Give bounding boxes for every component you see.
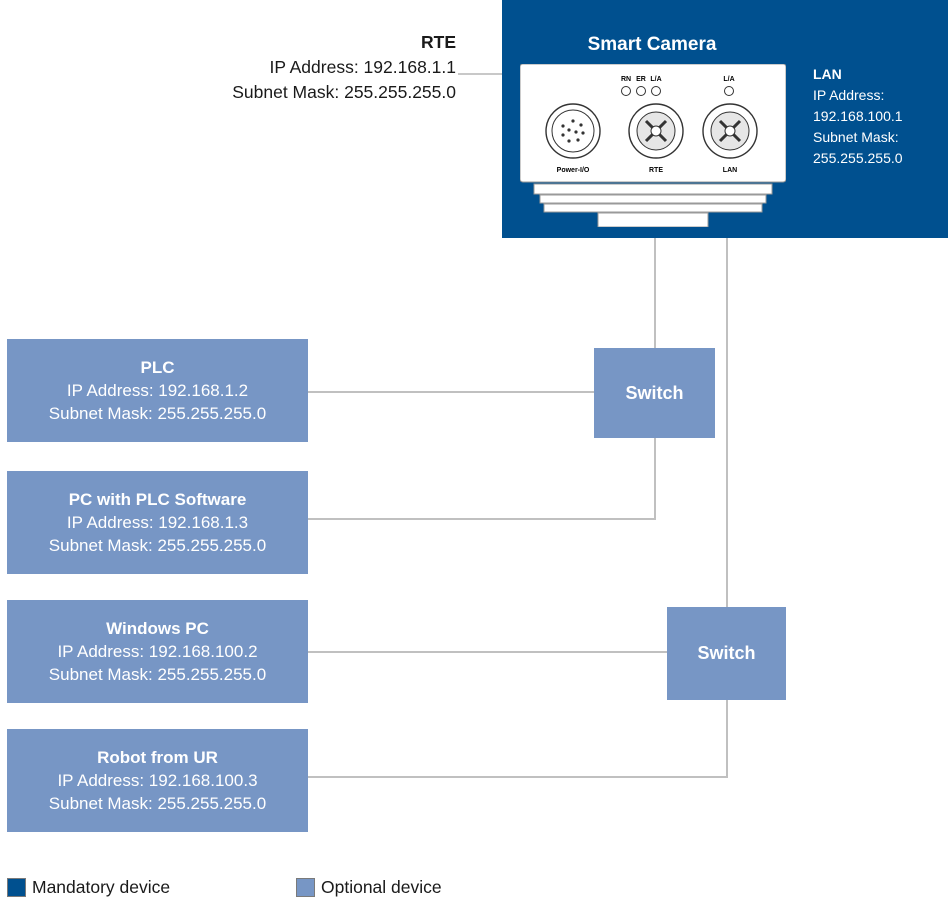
- device-plc: PLC IP Address: 192.168.1.2 Subnet Mask:…: [7, 339, 308, 442]
- smart-camera-illustration: RN ER L/A L/A Power-I/O: [520, 64, 786, 227]
- led-la-lan-icon: [724, 86, 734, 96]
- device-title: Robot from UR: [97, 748, 218, 767]
- device-mask: Subnet Mask: 255.255.255.0: [48, 665, 267, 684]
- lan-ip: 192.168.100.1: [813, 108, 903, 124]
- lan-connector-icon: [702, 103, 758, 159]
- smart-camera-panel: Smart Camera RN ER L/A L/A: [502, 0, 948, 238]
- device-windows-pc: Windows PC IP Address: 192.168.100.2 Sub…: [7, 600, 308, 703]
- legend-mandatory: Mandatory device: [7, 877, 170, 898]
- device-mask: Subnet Mask: 255.255.255.0: [48, 536, 267, 555]
- led-rn-icon: [621, 86, 631, 96]
- device-title: PLC: [140, 358, 175, 377]
- lan-mask-label: Subnet Mask:: [813, 129, 899, 145]
- device-mask: Subnet Mask: 255.255.255.0: [48, 404, 267, 423]
- device-ip: IP Address: 192.168.100.3: [57, 771, 258, 790]
- rte-mask: Subnet Mask: 255.255.255.0: [232, 82, 456, 102]
- led-label-la-lan: L/A: [723, 76, 734, 83]
- wire-robot-to-switch2: [308, 700, 728, 778]
- device-title: PC with PLC Software: [68, 490, 247, 509]
- led-label-rn: RN: [621, 76, 631, 83]
- led-label-er: ER: [636, 76, 646, 83]
- legend-optional: Optional device: [296, 877, 442, 898]
- device-mask: Subnet Mask: 255.255.255.0: [48, 794, 267, 813]
- smart-camera-title: Smart Camera: [587, 34, 717, 55]
- rte-annotation: RTE IP Address: 192.168.1.1 Subnet Mask:…: [150, 30, 456, 105]
- legend-optional-label: Optional device: [321, 877, 442, 897]
- legend-mandatory-label: Mandatory device: [32, 877, 171, 897]
- mandatory-swatch: [7, 878, 26, 897]
- switch-lan: Switch: [667, 607, 786, 700]
- device-title: Windows PC: [106, 619, 209, 638]
- led-er-icon: [636, 86, 646, 96]
- optional-swatch: [296, 878, 315, 897]
- switch-rte: Switch: [594, 348, 715, 438]
- rte-title: RTE: [421, 32, 456, 52]
- rte-connector-icon: [628, 103, 684, 159]
- device-ip: IP Address: 192.168.100.2: [57, 642, 258, 661]
- port-label-power-io: Power-I/O: [557, 167, 590, 174]
- port-label-rte: RTE: [649, 167, 663, 174]
- device-robot-from-ur: Robot from UR IP Address: 192.168.100.3 …: [7, 729, 308, 832]
- device-pc-with-plc-software: PC with PLC Software IP Address: 192.168…: [7, 471, 308, 574]
- device-ip: IP Address: 192.168.1.3: [66, 513, 249, 532]
- lan-mask: 255.255.255.0: [813, 150, 903, 166]
- power-io-connector-icon: [545, 103, 601, 159]
- wire-pc-to-switch1: [308, 438, 656, 520]
- lan-title: LAN: [813, 66, 842, 82]
- led-label-la-rte: L/A: [650, 76, 661, 83]
- lan-ip-label: IP Address:: [813, 87, 885, 103]
- led-la-rte-icon: [651, 86, 661, 96]
- port-label-lan: LAN: [723, 167, 737, 174]
- rte-ip: IP Address: 192.168.1.1: [269, 57, 456, 77]
- lan-annotation: LAN IP Address: 192.168.100.1 Subnet Mas…: [813, 64, 903, 169]
- device-ip: IP Address: 192.168.1.2: [66, 381, 249, 400]
